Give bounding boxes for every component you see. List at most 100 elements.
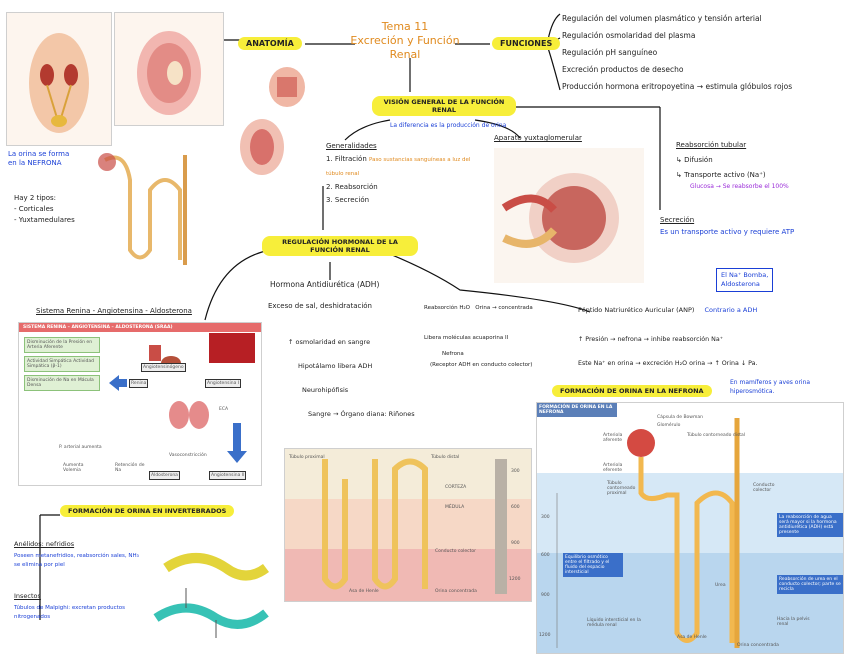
anp-lines: ↑ Presión → nefrona → inhibe reabsorción… xyxy=(578,328,844,376)
insectos-text: Túbulos de Malpighi: excretan productos … xyxy=(14,605,126,620)
insectos-block: Insectos Túbulos de Malpighi: excretan p… xyxy=(14,592,144,622)
anelidos-title: Anélidos: nefridios xyxy=(14,540,75,548)
gen-text: Secreción xyxy=(334,196,370,204)
asa-label: MÉDULA xyxy=(445,505,465,510)
adh-steps: ↑ osmolaridad en sangre Hipotálamo liber… xyxy=(288,330,415,426)
nefrona-label: Equilibrio osmótico entre el filtrado y … xyxy=(563,553,623,577)
asa-scale: 300 xyxy=(511,469,520,474)
juxtaglomerular-figure xyxy=(494,148,644,283)
tipos-title: Hay 2 tipos: xyxy=(14,194,57,202)
anp-line: Este Na⁺ en orina → excreción H₂O orina … xyxy=(578,360,758,367)
nefrona-label: Arteriola aferente xyxy=(603,433,623,443)
nefrona-scale: 900 xyxy=(541,593,550,598)
nefrona-label: Conducto colector xyxy=(753,483,775,493)
secrecion-block: Secreción Es un transporte activo y requ… xyxy=(660,214,840,238)
funcion-item: Excreción productos de desecho xyxy=(562,65,684,74)
adh-effects: Reabsorción H₂O Orina → concentrada Libe… xyxy=(424,300,564,369)
nefrona-label: Líquido intersticial en la médula renal xyxy=(587,618,641,628)
kidney-small-figure xyxy=(232,62,310,180)
title-line1: Tema 11 xyxy=(381,20,429,33)
nefrona-label: Urea xyxy=(715,583,726,588)
adh-effect-text: Orina → concentrada xyxy=(475,305,533,311)
gen-item-3: 3. Secreción xyxy=(326,194,486,207)
asa-label: Asa de Henle xyxy=(349,589,379,594)
adh-effect: Nefrona xyxy=(442,351,464,357)
nefrona-label: Cápsula de Bowman xyxy=(657,415,703,420)
raa-header: SISTEMA RENINA – ANGIOTENSINA – ALDOSTER… xyxy=(19,323,261,332)
asa-scale: 1200 xyxy=(509,577,521,582)
invertebrate-figures xyxy=(146,528,274,648)
adh-effect: Libera moléculas acuaporina II xyxy=(424,335,509,341)
reabs-text: Transporte activo (Na⁺) xyxy=(684,171,766,179)
asa-label: Túbulo distal xyxy=(431,455,460,460)
tipo-item: - Yuxtamedulares xyxy=(14,216,75,224)
generalidades-title: Generalidades xyxy=(326,142,377,150)
nefrona-diagram: FORMACIÓN DE ORINA EN LA NEFRONA Cápsula… xyxy=(536,402,844,654)
adh-effect: (Receptor ADH en conducto colector) xyxy=(430,362,533,368)
reabs-text: Difusión xyxy=(684,156,713,164)
formacion-invert-label: FORMACIÓN DE ORINA EN INVERTEBRADOS xyxy=(60,505,235,517)
vision-label: VISIÓN GENERAL DE LA FUNCIÓN RENAL xyxy=(372,96,516,116)
gen-text: Filtración xyxy=(334,155,367,163)
anatomia-label: ANATOMÍA xyxy=(238,37,302,50)
adh-step: ↑ osmolaridad en sangre xyxy=(288,338,371,346)
secrecion-text: Es un transporte activo y requiere ATP xyxy=(660,228,795,236)
asa-label: Conducto colector xyxy=(435,549,476,554)
nephron-figure xyxy=(85,140,225,270)
anp-title-row: Péptido Natriurético Auricular (ANP) Con… xyxy=(578,306,757,314)
nefrona-label: Túbulo contorneado proximal xyxy=(607,481,636,496)
main-title: Tema 11 Excreción y Función Renal xyxy=(340,20,470,62)
raa-node: Angiotensina I xyxy=(205,379,242,388)
na-line2: Aldosterona xyxy=(721,280,760,288)
nefrona-label: Asa de Henle xyxy=(677,635,707,640)
tipos-block: Hay 2 tipos: - Corticales - Yuxtamedular… xyxy=(14,193,75,226)
adh-effect-text: Reabsorción H₂O xyxy=(424,305,471,311)
raa-left-box: Actividad Simpática Actividad Simpática … xyxy=(24,356,100,372)
aparato-title: Aparato yuxtaglomerular xyxy=(494,134,582,142)
raa-right-label: Retención de Na xyxy=(115,463,145,473)
tipo-item: - Corticales xyxy=(14,205,54,213)
title-line2: Excreción y Función Renal xyxy=(350,34,460,61)
reabs-item: ↳ Difusión xyxy=(676,156,713,164)
nefrona-label: Orina concentrada xyxy=(737,643,779,648)
raa-node: Aldosterona xyxy=(149,471,180,480)
raa-right-label: Aumenta Volemia xyxy=(63,463,84,473)
raa-node: Renina xyxy=(129,379,149,388)
adh-step: Neurohipófisis xyxy=(302,386,349,394)
secrecion-title: Secreción xyxy=(660,216,695,224)
nefrona-label: Arteriola eferente xyxy=(603,463,623,473)
nefrona-header: FORMACIÓN DE ORINA EN LA NEFRONA xyxy=(537,403,617,417)
nefrona-label: Glomérulo xyxy=(657,423,681,428)
raa-right-label: P. arterial aumenta xyxy=(59,445,102,450)
nefrona-scale: 1200 xyxy=(539,633,551,638)
adh-title: Hormona Antidiurética (ADH) xyxy=(270,280,380,289)
nefrona-note: La orina se forma en la NEFRONA xyxy=(8,150,70,167)
nefrona-label: Hacia la pelvis renal xyxy=(777,617,810,627)
funciones-list: Regulación del volumen plasmático y tens… xyxy=(562,10,842,95)
reabs-item: ↳ Transporte activo (Na⁺) xyxy=(676,171,766,179)
adh-step: Hipotálamo libera ADH xyxy=(298,362,373,370)
raa-left-box: Disminución de Na en Mácula Densa xyxy=(24,375,100,391)
raa-title: Sistema Renina - Angiotensina - Aldoster… xyxy=(36,307,192,315)
anelidos-text: Poseen metanefridios, reabsorción sales,… xyxy=(14,553,139,568)
gen-text: Reabsorción xyxy=(334,183,378,191)
raa-node: ECA xyxy=(219,407,229,412)
gen-item-2: 2. Reabsorción xyxy=(326,181,486,194)
nefrona-scale: 300 xyxy=(541,515,550,520)
funcion-item: Regulación del volumen plasmático y tens… xyxy=(562,14,762,23)
funcion-item: Regulación pH sanguíneo xyxy=(562,48,658,57)
na-box: El Na⁺ Bomba, Aldosterona xyxy=(716,268,774,292)
asa-scale: 900 xyxy=(511,541,520,546)
asa-scale: 600 xyxy=(511,505,520,510)
raa-node: Angiotensinógeno xyxy=(141,363,186,372)
nefrona-label: La reabsorción de agua será mayor si la … xyxy=(777,513,843,537)
reabsorcion-title: Reabsorción tubular xyxy=(676,141,747,149)
gen-num: 1. xyxy=(326,155,333,163)
funcion-item: Producción hormona eritropoyetina → esti… xyxy=(562,82,793,91)
anp-note: En mamíferos y aves orina hiperosmótica. xyxy=(730,379,811,395)
funciones-label: FUNCIONES xyxy=(492,37,561,50)
formacion-orina-label: FORMACIÓN DE ORINA EN LA NEFRONA xyxy=(552,385,712,397)
asa-henle-diagram: Túbulo proximal Túbulo distal CORTEZA MÉ… xyxy=(284,448,532,602)
anelidos-block: Anélidos: nefridios Poseen metanefridios… xyxy=(14,540,144,570)
